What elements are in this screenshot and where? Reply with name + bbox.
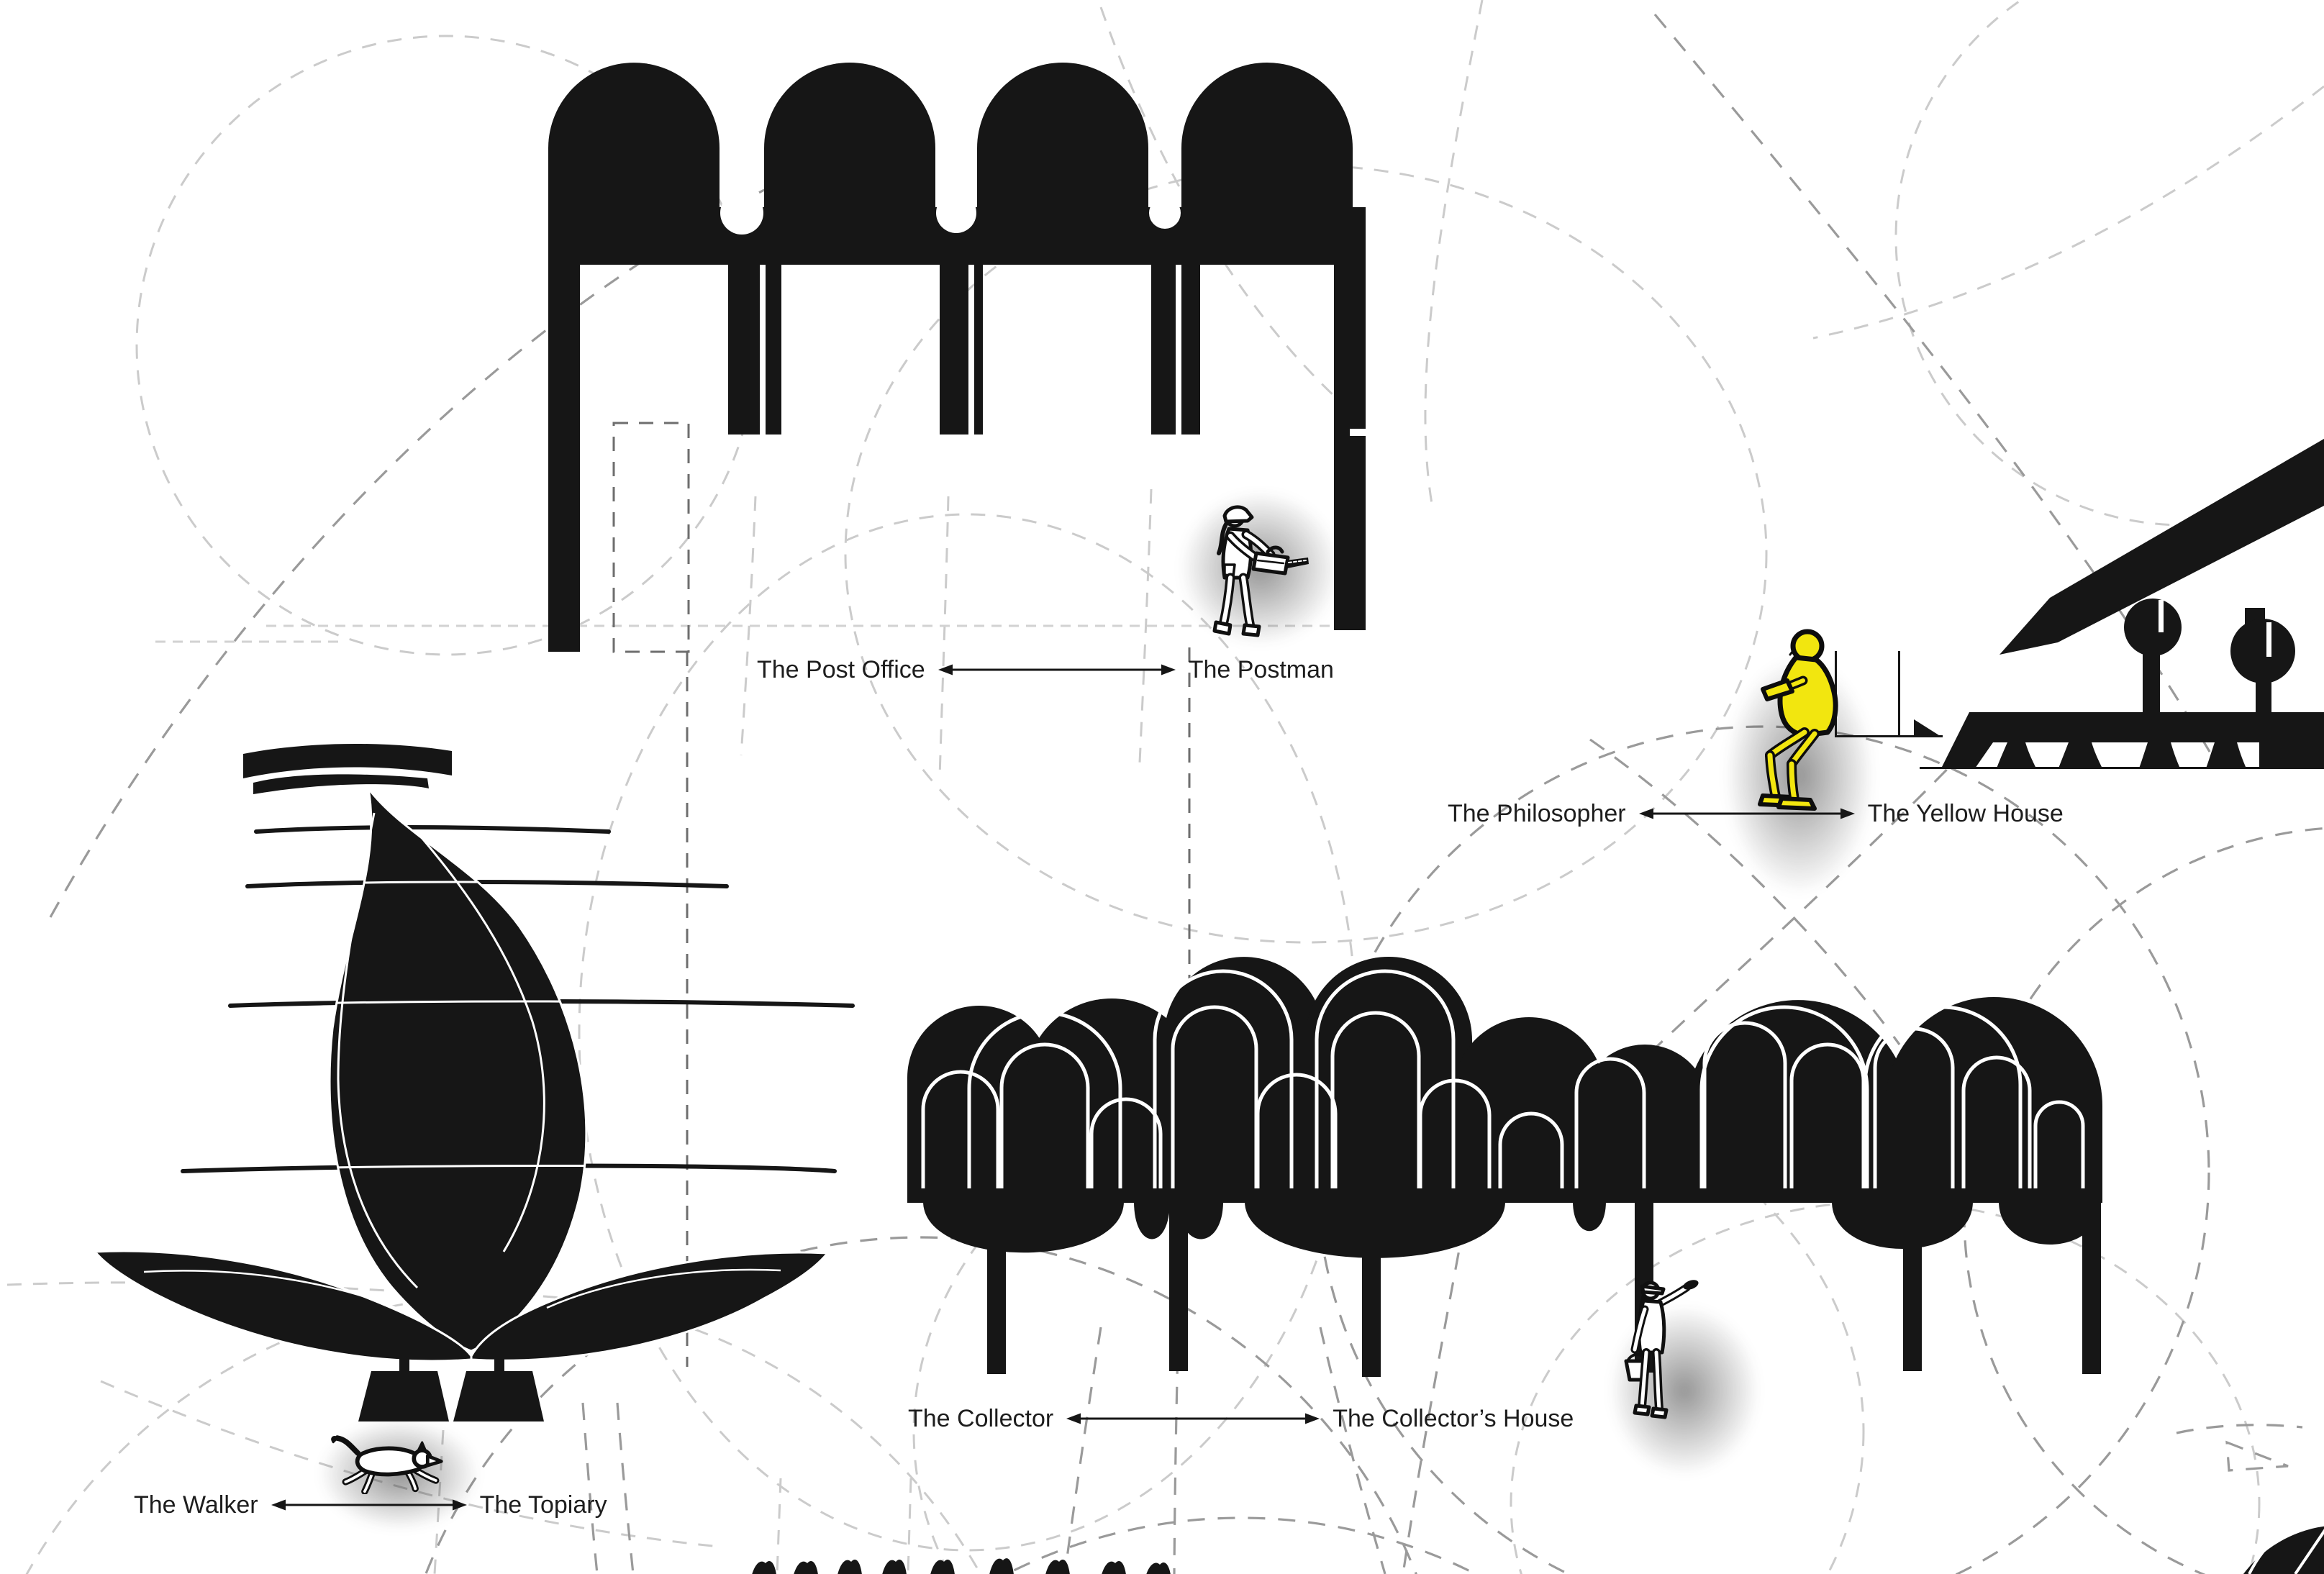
double-arrow-icon [271,1499,467,1511]
label-postman: The Postman [1188,655,1334,683]
corner-dome [2243,1508,2324,1574]
label-philosopher: The Philosopher [1448,799,1626,827]
double-arrow-icon [938,664,1176,675]
collector-shadow [1580,1272,1789,1509]
label-post-office: The Post Office [757,655,925,683]
label-walker: The Walker [134,1491,258,1519]
philosopher-figure-icon [1758,629,1838,811]
label-pair-collector: The Collector The Collector’s House [908,1399,1574,1438]
label-yellow-house: The Yellow House [1867,799,2064,827]
label-pair-philosopher: The Philosopher The Yellow House [1448,794,2064,833]
post-office-building [548,63,1366,652]
ground-tufts [752,1558,1171,1574]
topiary-structure [92,743,855,1421]
collector-figure-icon [1624,1280,1699,1419]
label-collectors-house: The Collector’s House [1333,1404,1574,1432]
label-pair-walker: The Walker The Topiary [134,1486,607,1524]
label-pair-post-office: The Post Office The Postman [757,650,1334,689]
label-collector: The Collector [908,1404,1054,1432]
collectors-house-building [907,957,2102,1377]
double-arrow-icon [1638,808,1855,819]
double-arrow-icon [1066,1413,1320,1424]
postman-figure-icon [1212,505,1309,637]
walker-dog-icon [331,1435,443,1494]
yellow-house-structure [1835,439,2324,769]
label-topiary: The Topiary [479,1491,607,1519]
